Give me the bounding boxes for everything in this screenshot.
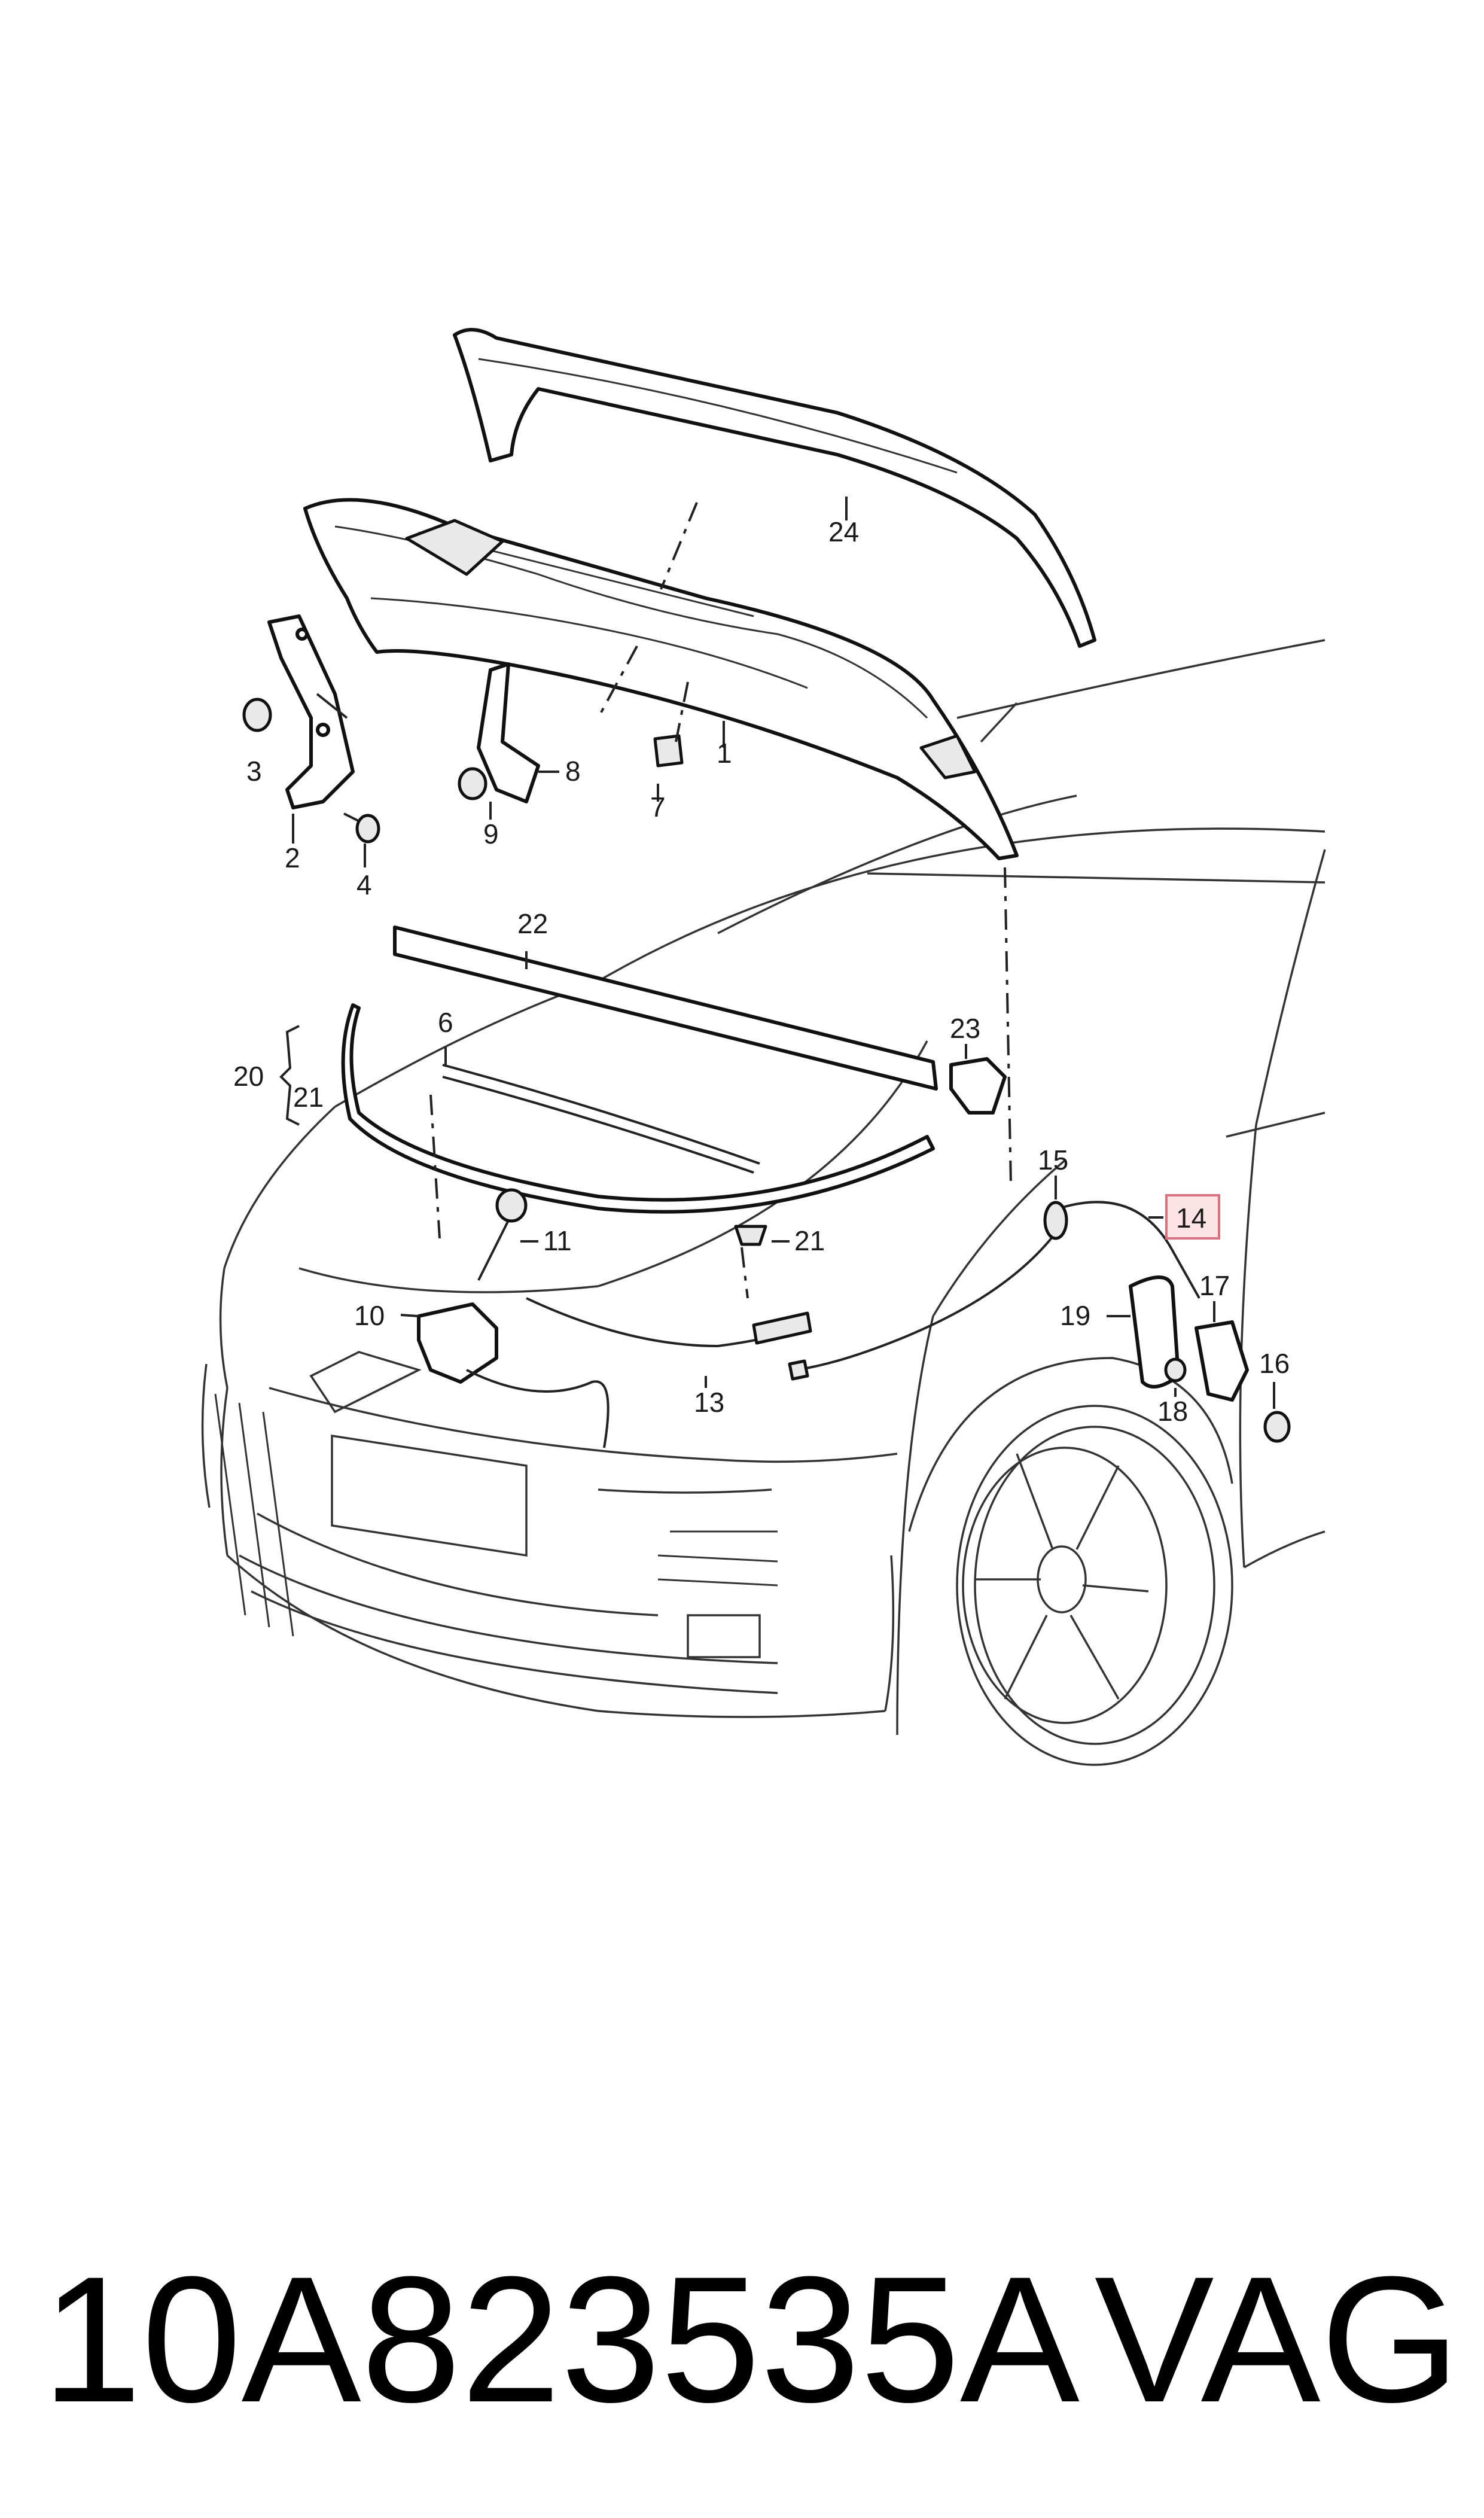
part-number: 10A823535A	[42, 2239, 1080, 2440]
callout-13[interactable]: 13	[694, 1387, 724, 1418]
callout-19[interactable]: 19	[1060, 1300, 1090, 1331]
callout-21a[interactable]: 21	[293, 1082, 324, 1113]
screw-18	[1164, 1357, 1187, 1383]
callout-21b[interactable]: 21	[794, 1225, 825, 1256]
callout-11[interactable]: 11	[543, 1225, 572, 1256]
callout-2[interactable]: 2	[285, 842, 300, 873]
release-cable-14	[788, 1201, 1200, 1381]
bracket-23	[949, 1057, 1007, 1115]
callout-1[interactable]: 1	[717, 738, 732, 769]
highlight-box-14	[1165, 1194, 1220, 1240]
buffer-7	[653, 734, 684, 768]
bonnet-seal-24	[453, 328, 1096, 648]
callout-24[interactable]: 24	[828, 516, 859, 547]
lock-10	[417, 1302, 498, 1384]
callout-3[interactable]: 3	[246, 756, 262, 787]
part-number-footer: 10A823535A VAG	[0, 2213, 1484, 2465]
callout-14[interactable]: 14	[1176, 1202, 1206, 1234]
bracket-17	[1194, 1320, 1249, 1402]
callout-4[interactable]: 4	[356, 869, 372, 900]
callout-7[interactable]: 7	[650, 791, 666, 823]
parts-diagram: 24 1 3 2 4 8 9 7 22 6 23 20 21 15 14 11 …	[201, 328, 1326, 1766]
release-cable-6	[442, 1064, 760, 1174]
leader-lines	[279, 497, 1275, 1409]
callout-18[interactable]: 18	[1157, 1396, 1188, 1427]
callout-17[interactable]: 17	[1199, 1270, 1230, 1301]
callout-labels: 24 1 3 2 4 8 9 7 22 6 23 20 21 15 14 11 …	[233, 516, 1290, 1427]
brand-label: VAG	[1094, 2239, 1460, 2440]
callout-20[interactable]: 20	[233, 1061, 264, 1092]
callout-6[interactable]: 6	[438, 1007, 453, 1038]
callout-23[interactable]: 23	[950, 1013, 980, 1044]
seal-strip-22	[393, 925, 938, 1091]
hinge-2	[267, 614, 355, 809]
handle-19	[1129, 1275, 1180, 1389]
callout-9[interactable]: 9	[483, 818, 499, 850]
nut-3	[242, 698, 272, 732]
callout-16[interactable]: 16	[1259, 1348, 1290, 1379]
seal-20-21	[341, 1003, 935, 1214]
callout-8[interactable]: 8	[565, 756, 581, 787]
clip-21	[734, 1225, 767, 1246]
nut-9	[458, 767, 487, 800]
bonnet-panel	[303, 498, 1019, 860]
callout-15[interactable]: 15	[1038, 1144, 1068, 1176]
switch-wire-13	[466, 1297, 812, 1448]
clip-16	[1263, 1411, 1291, 1443]
callout-10[interactable]: 10	[354, 1300, 385, 1331]
bolt-11	[477, 1188, 528, 1281]
callout-22[interactable]: 22	[517, 908, 548, 939]
bracket-8	[477, 662, 540, 803]
bolt-4	[343, 812, 380, 844]
